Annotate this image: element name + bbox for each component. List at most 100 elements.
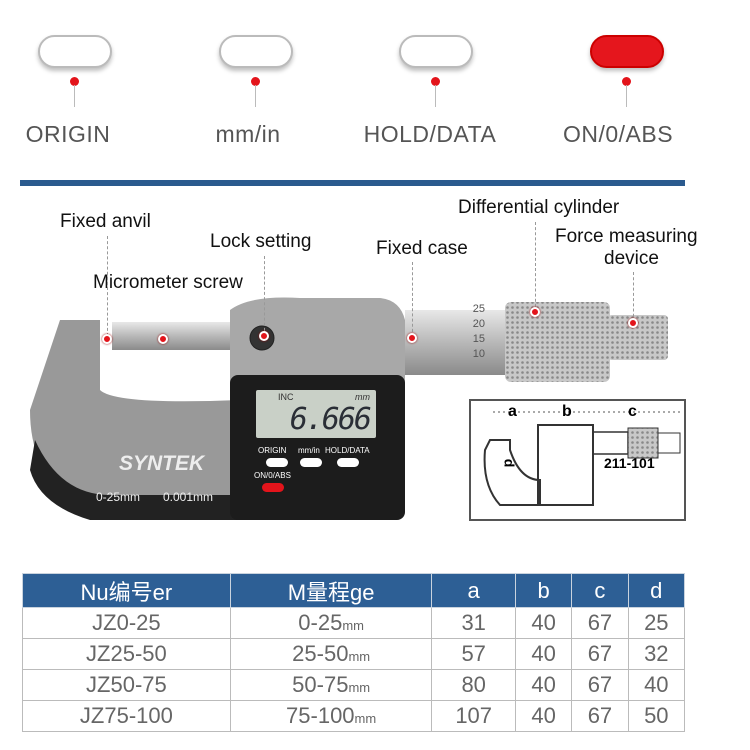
device-unit-button[interactable] [300, 458, 322, 467]
cell-b: 40 [514, 607, 573, 639]
frame [30, 320, 240, 500]
diagram-model: 211-101 [604, 455, 655, 471]
device-origin-button[interactable] [266, 458, 288, 467]
diagram-label-d: d [501, 458, 518, 468]
cell-b: 40 [514, 638, 573, 670]
marker-differential-cylinder [530, 307, 540, 317]
marker-micrometer-screw [158, 334, 168, 344]
range-unit: mm [348, 680, 371, 695]
thimble [505, 302, 610, 382]
lcd-mode: INC [278, 392, 294, 402]
device-hold-label: HOLD/DATA [325, 446, 370, 455]
range-value: 75-100 [286, 703, 355, 728]
indicator-dot [70, 77, 79, 86]
cell-range: 50-75mm [229, 669, 433, 701]
device-on-label: ON/0/ABS [254, 471, 291, 480]
diagram-label-c: c [628, 403, 637, 420]
hold-data-label: HOLD/DATA [363, 121, 497, 147]
leader-line [626, 85, 627, 107]
scale-tick: 25 [472, 303, 485, 315]
lcd-unit: mm [355, 392, 370, 402]
marker-fixed-anvil [102, 334, 112, 344]
origin-button[interactable] [38, 35, 112, 68]
cell-number: JZ50-75 [22, 669, 231, 701]
scale-tick: 20 [472, 318, 485, 330]
cell-a: 31 [431, 607, 516, 639]
cell-c: 67 [571, 669, 629, 701]
mm-in-label: mm/in [215, 121, 281, 147]
cell-d: 40 [627, 669, 686, 701]
resolution-text: 0.001mm [163, 490, 214, 504]
origin-label: ORIGIN [25, 121, 111, 147]
hold-data-button[interactable] [399, 35, 473, 68]
range-unit: mm [342, 618, 364, 633]
cell-range: 0-25mm [229, 607, 433, 639]
device-hold-button[interactable] [337, 458, 359, 467]
lcd-display: INC mm 6.666 [256, 390, 376, 438]
on-abs-label: ON/0/ABS [562, 121, 674, 147]
leader-line [412, 262, 413, 337]
cell-d: 50 [627, 700, 686, 732]
cell-c: 67 [571, 607, 629, 639]
leader-line [535, 222, 536, 312]
marker-lock-setting [259, 331, 269, 341]
marker-force-device [628, 318, 638, 328]
lcd-value: 6.666 [289, 402, 372, 437]
cell-number: JZ25-50 [22, 638, 231, 670]
on-abs-button[interactable] [590, 35, 664, 68]
cell-d: 25 [627, 607, 686, 639]
dimension-diagram [469, 399, 686, 521]
divider-bar [20, 180, 685, 186]
brand-logo: SYNTEK [119, 452, 205, 475]
mm-in-button[interactable] [219, 35, 293, 68]
cell-b: 40 [514, 669, 573, 701]
cell-d: 32 [627, 638, 686, 670]
cell-c: 67 [571, 700, 629, 732]
leader-line [264, 256, 265, 336]
frame-base [30, 440, 240, 520]
callout-micrometer-screw: Micrometer screw [93, 272, 243, 293]
range-value: 50-75 [292, 672, 349, 697]
cell-b: 40 [514, 700, 573, 732]
header-b: b [514, 573, 573, 608]
table-header: Nu编号er M量程ge a b c d [22, 573, 686, 608]
leader-line [435, 85, 436, 107]
header-range: M量程ge [229, 573, 433, 608]
range-value: 0-25 [298, 610, 343, 635]
scale-tick: 10 [472, 348, 485, 360]
leader-line [107, 236, 108, 336]
indicator-dot [622, 77, 631, 86]
leader-line [633, 272, 634, 322]
cell-a: 107 [431, 700, 516, 732]
cell-number: JZ75-100 [22, 700, 231, 732]
device-unit-label: mm/in [298, 446, 320, 455]
leader-line [255, 85, 256, 107]
cell-a: 57 [431, 638, 516, 670]
callout-force-line1: Force measuring [555, 226, 698, 247]
header-a: a [431, 573, 516, 608]
range-text: 0-25mm [96, 490, 141, 504]
range-value: 25-50 [292, 641, 349, 666]
header-d: d [627, 573, 686, 608]
cell-range: 25-50mm [229, 638, 433, 670]
diagram-label-b: b [562, 403, 572, 420]
indicator-dot [431, 77, 440, 86]
callout-fixed-case: Fixed case [376, 238, 468, 259]
sleeve [405, 310, 510, 375]
cell-number: JZ0-25 [22, 607, 231, 639]
ratchet [608, 315, 668, 360]
diagram-label-a: a [508, 403, 517, 420]
cell-range: 75-100mm [229, 700, 433, 732]
header-number: Nu编号er [22, 573, 231, 608]
callout-lock-setting: Lock setting [210, 231, 312, 252]
leader-line [74, 85, 75, 107]
cell-a: 80 [431, 669, 516, 701]
indicator-dot [251, 77, 260, 86]
device-on-button[interactable] [262, 483, 284, 492]
